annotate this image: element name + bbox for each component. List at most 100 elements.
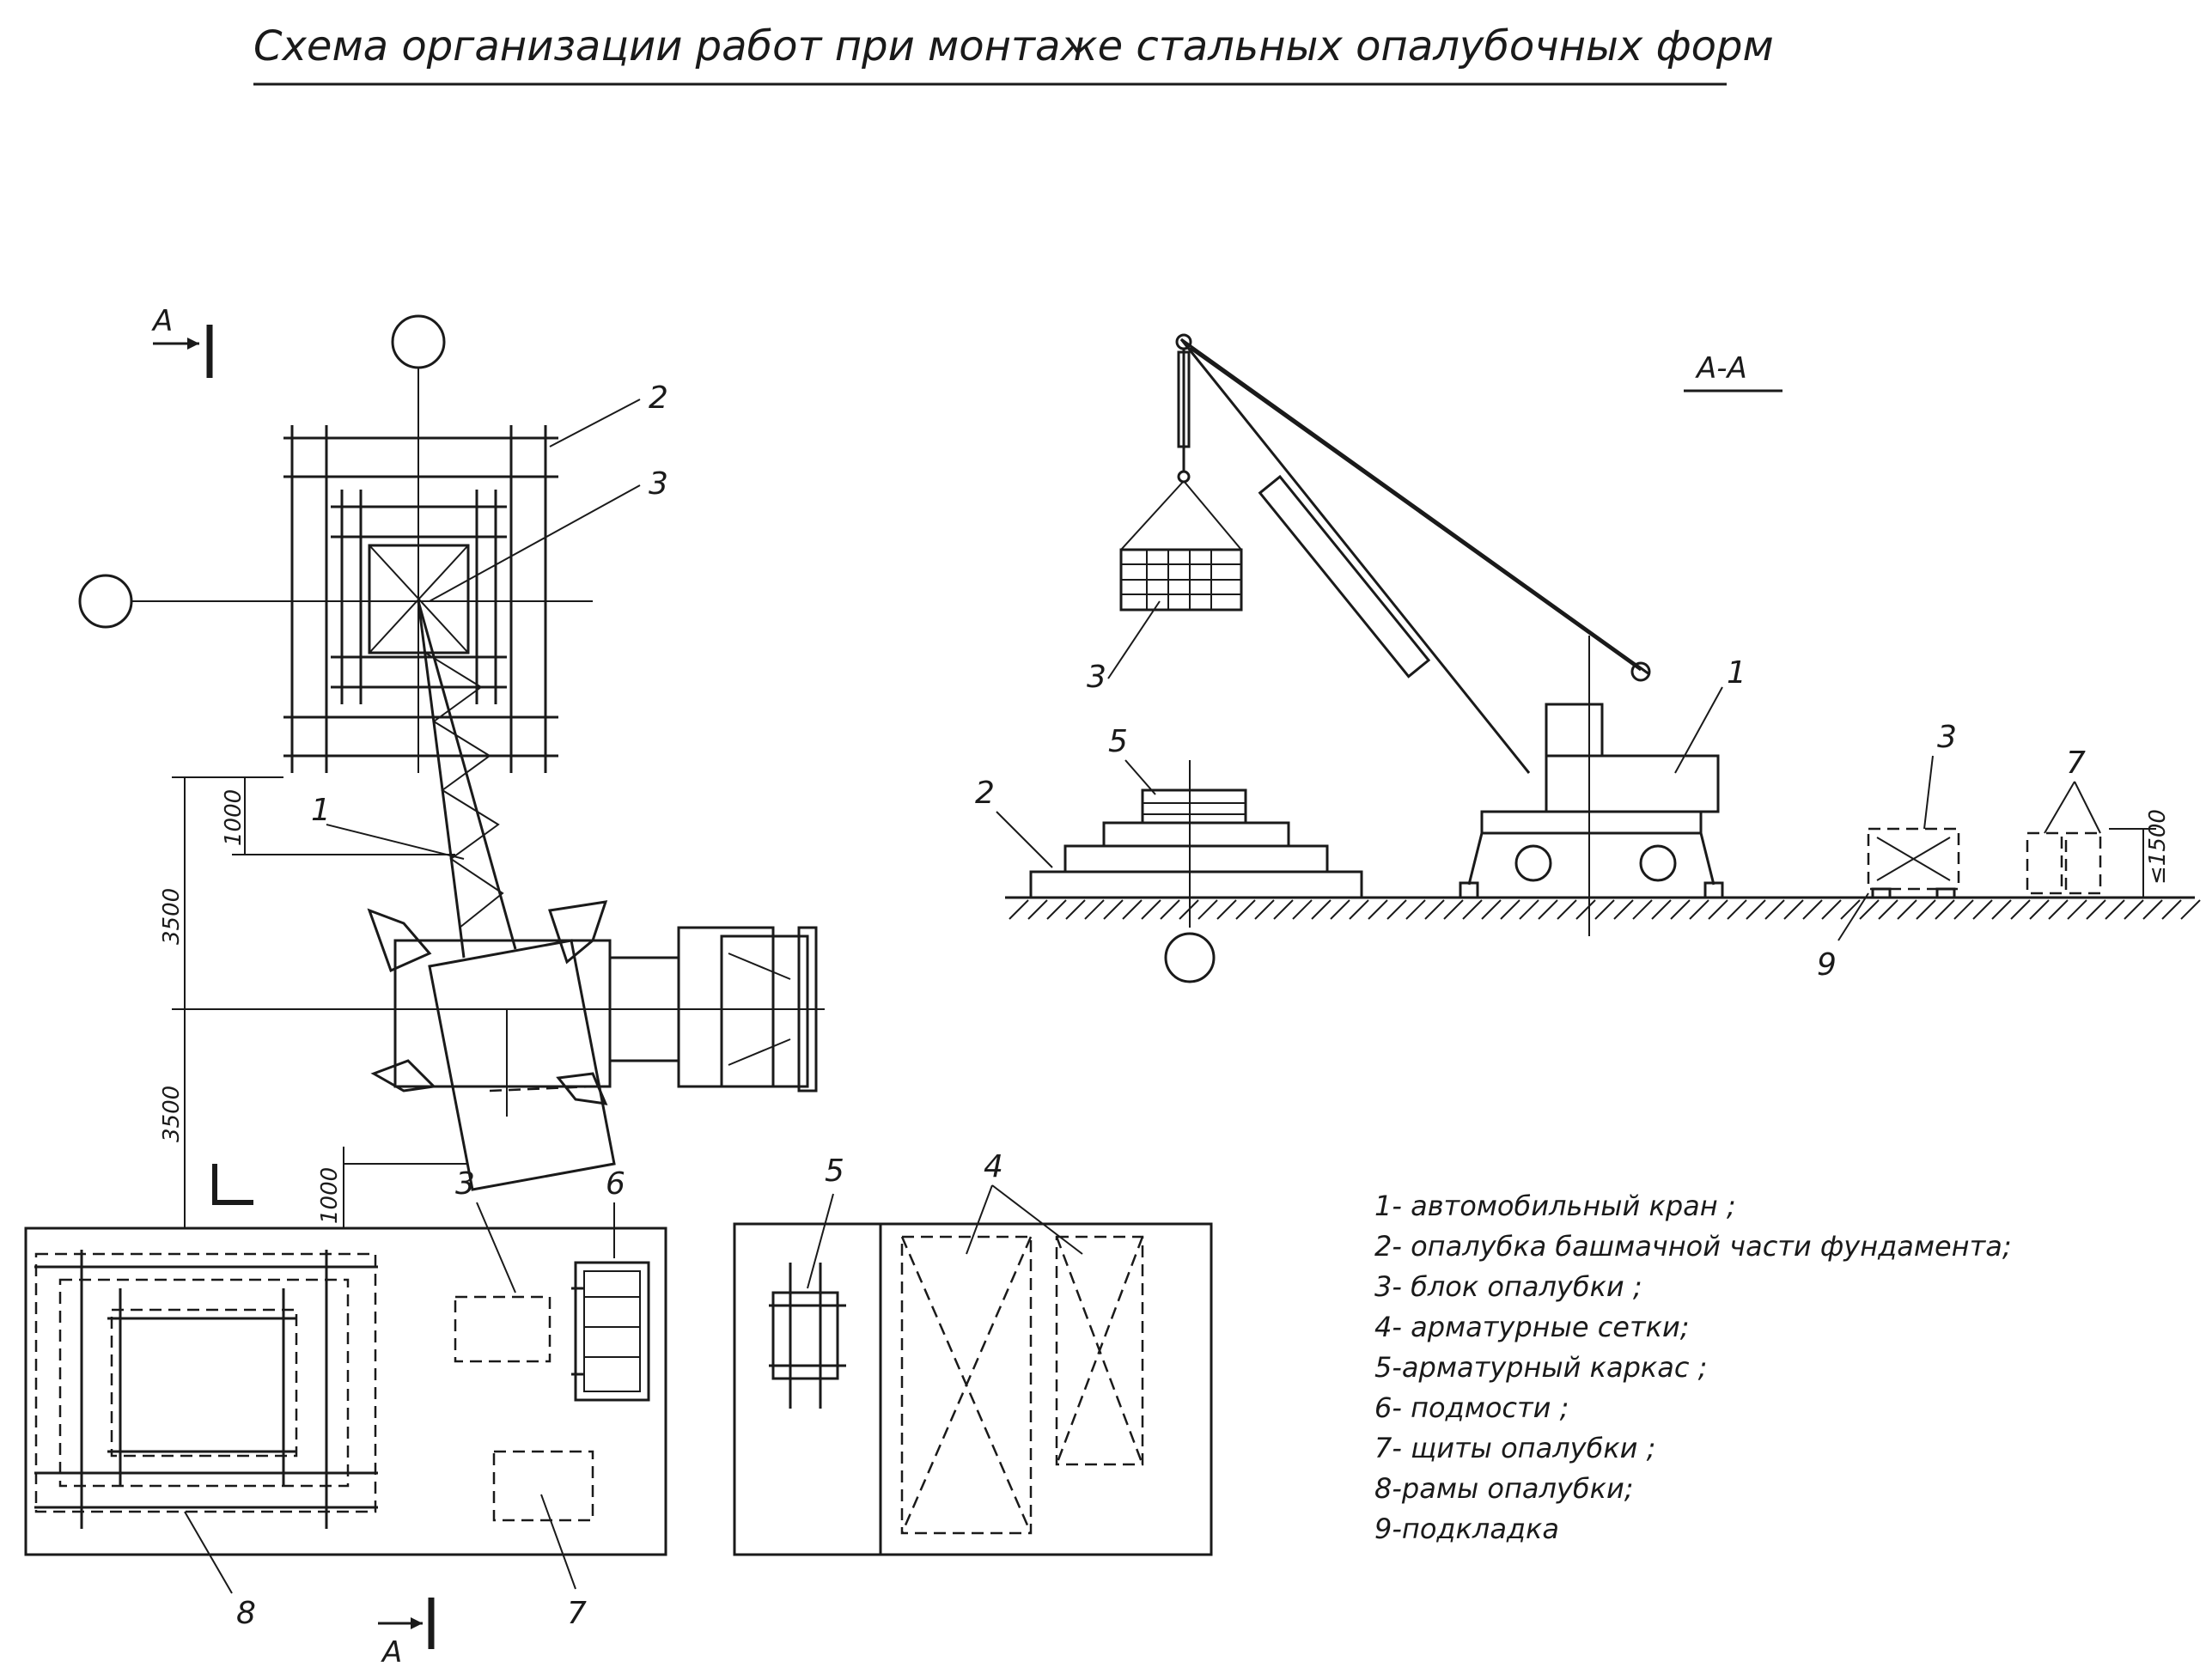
svg-text:≤1500: ≤1500 (2145, 809, 2171, 885)
svg-text:3: 3 (649, 466, 668, 502)
svg-text:1000: 1000 (221, 789, 247, 846)
ground-hatch (1235, 899, 1256, 920)
foundation-formwork-section (1029, 760, 1363, 983)
section-labels: 3 5 2 1 3 7 9 (975, 655, 2086, 983)
ground-hatch (1046, 899, 1067, 920)
ground-hatch (1991, 899, 2012, 920)
svg-text:1: 1 (311, 793, 331, 828)
svg-text:5: 5 (825, 1153, 844, 1189)
legend-item: 3- блок опалубки ; (1374, 1270, 1642, 1303)
legend-item: 7- щиты опалубки ; (1374, 1432, 1655, 1464)
svg-text:3: 3 (455, 1166, 475, 1202)
svg-text:1: 1 (1727, 655, 1746, 691)
ground-hatch (1368, 899, 1388, 920)
ground-hatch (1065, 899, 1086, 920)
svg-text:7: 7 (567, 1596, 587, 1631)
ground-hatch (1727, 899, 1747, 920)
ground-hatch (1122, 899, 1143, 920)
ground-hatch (1292, 899, 1313, 920)
ground-hatch (1462, 899, 1483, 920)
ground-line (1005, 896, 2201, 920)
ground-items-section: ≤1500 (1867, 809, 2171, 899)
ground-hatch (1972, 899, 1993, 920)
ground-hatch (2124, 899, 2144, 920)
ground-hatch (2161, 899, 2182, 920)
ground-hatch (1689, 899, 1709, 920)
legend: 1- автомобильный кран ; 2- опалубка башм… (1374, 1190, 2012, 1545)
ground-hatch (2105, 899, 2125, 920)
ground-hatch (1349, 899, 1369, 920)
ground-hatch (1802, 899, 1823, 920)
svg-text:3500: 3500 (159, 888, 185, 945)
ground-hatch (2180, 899, 2201, 920)
legend-item: 5-арматурный каркас ; (1374, 1351, 1707, 1384)
crane-section (1119, 333, 1724, 936)
legend-item: 4- арматурные сетки; (1374, 1311, 1690, 1343)
ground-hatch (1160, 899, 1180, 920)
section-mark-bottom: А (378, 1598, 435, 1670)
ground-hatch (2048, 899, 2069, 920)
ground-hatch (1783, 899, 1804, 920)
storage-area-left (24, 1227, 667, 1556)
svg-text:7: 7 (2066, 746, 2086, 781)
legend-item: 6- подмости ; (1374, 1391, 1569, 1424)
ground-hatch (1594, 899, 1615, 920)
plan-labels: 2 3 1 3 6 5 4 7 8 (236, 380, 1003, 1631)
ground-hatch (2029, 899, 2050, 920)
ground-hatch (1216, 899, 1237, 920)
ground-hatch (1916, 899, 1936, 920)
ground-hatch (1878, 899, 1898, 920)
ground-hatch (2067, 899, 2087, 920)
ground-hatch (1557, 899, 1577, 920)
svg-text:А: А (381, 1635, 402, 1670)
crane-plan (185, 600, 825, 1191)
ground-hatch (1084, 899, 1105, 920)
svg-text:2: 2 (649, 380, 668, 416)
svg-text:3500: 3500 (159, 1086, 185, 1142)
ground-hatch (1443, 899, 1464, 920)
section-leaders (996, 600, 2101, 941)
plan-dimensions: 1000 3500 3500 1000 (159, 776, 468, 1228)
section-mark-top: А (151, 304, 213, 378)
ground-hatch (1424, 899, 1445, 920)
ground-hatch (1840, 899, 1861, 920)
plan-corner-mark (212, 1164, 253, 1205)
svg-text:6: 6 (606, 1166, 625, 1202)
ground-hatch (2142, 899, 2163, 920)
ground-hatch (1708, 899, 1728, 920)
ground-hatch (1897, 899, 1917, 920)
svg-text:8: 8 (236, 1596, 256, 1631)
svg-text:3: 3 (1937, 720, 1957, 755)
storage-area-right (733, 1222, 1213, 1556)
ground-hatch (1103, 899, 1124, 920)
svg-text:А: А (151, 304, 173, 338)
ground-hatch (1481, 899, 1502, 920)
svg-text:5: 5 (1108, 724, 1128, 759)
ground-hatch (1273, 899, 1294, 920)
ground-hatch (1405, 899, 1426, 920)
ground-hatch (1009, 899, 1029, 920)
ground-hatch (1254, 899, 1275, 920)
svg-text:4: 4 (984, 1149, 1003, 1184)
ground-hatch (1197, 899, 1218, 920)
ground-hatch (1935, 899, 1955, 920)
axis-bubbles-plan (78, 314, 593, 773)
ground-hatch (1746, 899, 1766, 920)
plan-leaders (184, 399, 1083, 1594)
ground-hatch (1538, 899, 1558, 920)
ground-hatch (1141, 899, 1161, 920)
ground-hatch (1311, 899, 1332, 920)
svg-text:2: 2 (975, 776, 995, 811)
legend-item: 8-рамы опалубки; (1374, 1472, 1634, 1505)
ground-hatch (1764, 899, 1785, 920)
diagram-title: Схема организации работ при монтаже стал… (253, 22, 1774, 70)
svg-text:1000: 1000 (317, 1167, 343, 1224)
svg-text:3: 3 (1087, 660, 1106, 695)
ground-hatch (1670, 899, 1691, 920)
ground-hatch (1859, 899, 1880, 920)
ground-hatch (1575, 899, 1596, 920)
ground-hatch (1500, 899, 1520, 920)
ground-hatch (1330, 899, 1350, 920)
foundation-formwork-plan (283, 425, 558, 773)
